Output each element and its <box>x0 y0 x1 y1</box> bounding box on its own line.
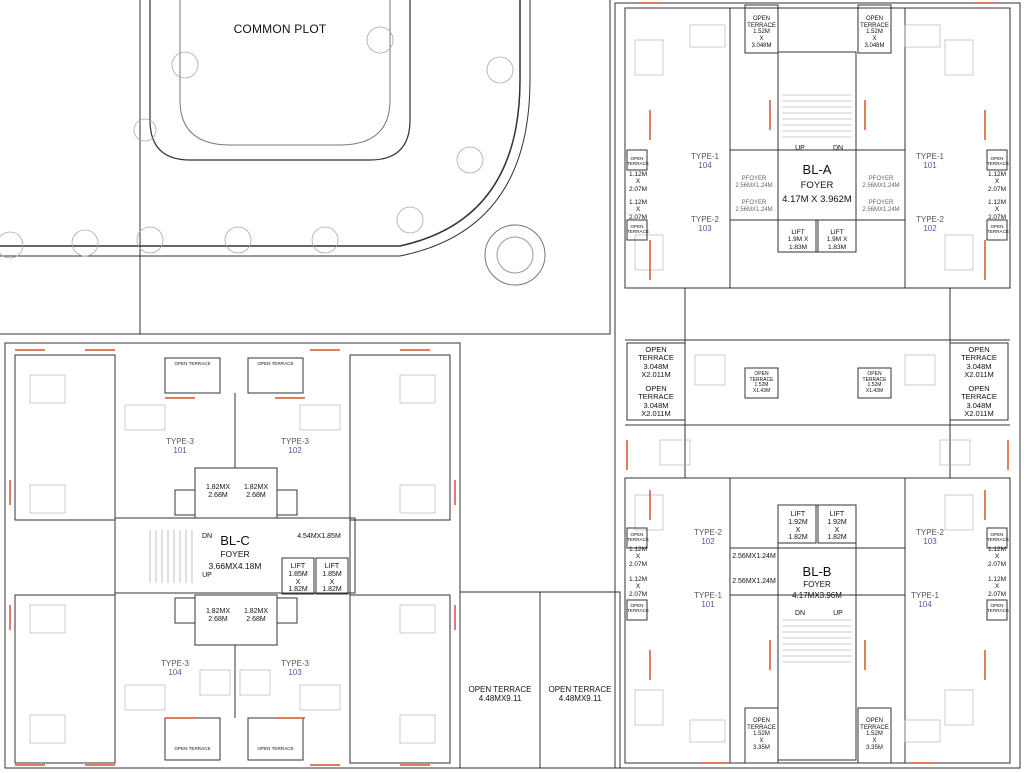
open-terrace-strip <box>459 591 621 769</box>
tower-ab-side-terraces <box>626 149 1008 621</box>
tower-ab-furniture <box>634 24 974 743</box>
common-plot-outline <box>149 0 411 161</box>
common-plot-ring <box>179 0 391 146</box>
road-curve-inner <box>0 0 531 257</box>
tower-c-walls <box>4 342 461 769</box>
tower-c-furniture <box>29 374 436 744</box>
tree-circle <box>484 224 546 286</box>
road-trees <box>0 26 514 259</box>
tower-ab-stairs <box>782 94 852 663</box>
road-curve-outer <box>0 0 521 247</box>
window-markers-c <box>9 349 456 766</box>
tower-ab-walls <box>614 2 1021 769</box>
tower-c-stairs <box>149 530 193 583</box>
window-markers-ab <box>626 2 1009 764</box>
tree-core <box>496 236 534 274</box>
site-boundary-top <box>0 0 611 335</box>
